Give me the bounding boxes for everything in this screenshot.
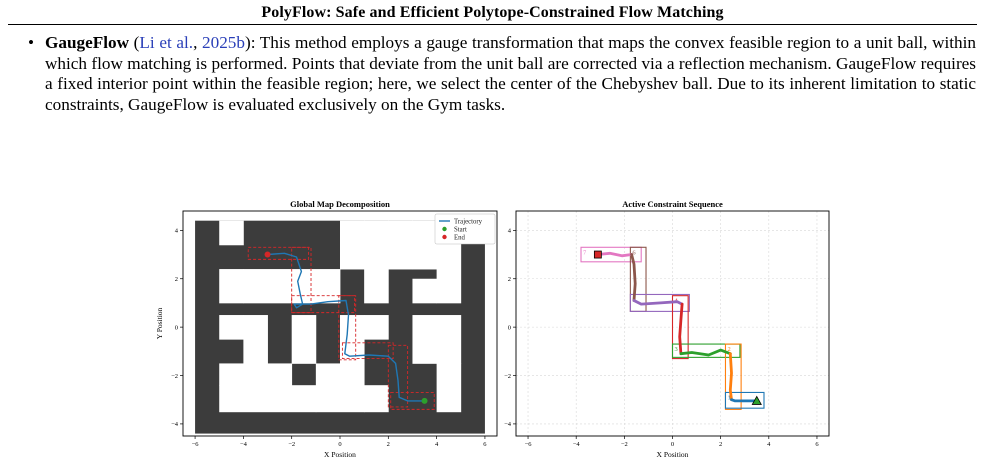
paragraph-text: GaugeFlow (Li et al., 2025b): This metho… <box>45 33 976 116</box>
constraint-label: 2 <box>727 346 730 353</box>
x-tick-label: 6 <box>815 441 819 448</box>
convex-region <box>387 344 409 408</box>
maze-free-cell <box>388 220 413 270</box>
x-tick-label: −2 <box>288 441 295 448</box>
bullet-paragraph: • GaugeFlow (Li et al., 2025b): This met… <box>28 33 976 116</box>
maze-free-cell <box>219 385 317 413</box>
y-tick-label: 4 <box>175 228 179 235</box>
convex-region <box>291 295 355 314</box>
maze-free-cell <box>219 315 244 340</box>
constraint-box <box>724 391 765 409</box>
segment-line <box>679 348 732 357</box>
maze-free-cell <box>412 278 438 304</box>
maze-free-cell <box>291 315 317 364</box>
citation-author-link[interactable]: Li et al. <box>139 33 194 52</box>
maze-free-cell <box>243 269 293 304</box>
convex-region <box>341 342 394 360</box>
cite-open: ( <box>129 33 140 52</box>
maze-free-cell <box>436 363 462 413</box>
maze-free-cell <box>364 385 389 413</box>
maze-free-cell <box>340 220 365 270</box>
legend-start-swatch <box>442 226 447 232</box>
legend-label: End <box>454 234 466 241</box>
x-tick-label: 2 <box>719 441 722 448</box>
segment-line <box>730 398 759 403</box>
x-tick-label: −4 <box>240 441 248 448</box>
header-rule <box>8 24 977 25</box>
constraint-box <box>724 343 742 410</box>
maze-free-cell <box>219 363 293 386</box>
segment-line <box>596 251 633 258</box>
y-tick-label: 0 <box>508 324 511 331</box>
maze-free-cell <box>219 269 244 304</box>
trajectory-line <box>267 252 425 402</box>
x-tick-label: 2 <box>387 441 390 448</box>
maze-free-cell <box>243 315 268 364</box>
end-marker <box>593 250 602 259</box>
y-tick-label: 4 <box>508 228 512 235</box>
constraint-label: 6 <box>632 249 636 256</box>
y-tick-label: −4 <box>504 421 512 428</box>
y-tick-label: 2 <box>508 276 511 283</box>
y-tick-label: 0 <box>175 324 178 331</box>
segment-line <box>630 253 637 302</box>
cite-close: ) <box>244 33 251 52</box>
constraint-box <box>629 293 690 312</box>
start-marker <box>751 395 762 405</box>
segment-line <box>728 352 733 402</box>
x-tick-label: 4 <box>435 441 439 448</box>
y-tick-label: −4 <box>171 421 179 428</box>
y-tick-label: −2 <box>171 373 178 380</box>
maze-free-cell <box>315 363 365 413</box>
end-marker <box>264 251 271 258</box>
citation-year-link[interactable]: 2025b <box>202 33 245 52</box>
x-tick-label: 0 <box>671 441 674 448</box>
maze-free-cell <box>364 220 389 304</box>
x-tick-label: 6 <box>483 441 487 448</box>
maze-free-cell <box>412 220 438 270</box>
constraint-label: 3 <box>675 346 678 353</box>
y-tick-label: −2 <box>504 373 511 380</box>
convex-region <box>390 392 435 410</box>
cite-sep: , <box>193 33 202 52</box>
convex-region <box>291 246 312 314</box>
maze-free-cell <box>412 315 462 364</box>
constraint-label: 1 <box>727 394 730 401</box>
constraint-box <box>671 295 689 360</box>
segment-line <box>632 299 684 306</box>
paragraph-body: : This method employs a gauge transforma… <box>45 33 976 115</box>
x-tick-label: −4 <box>573 441 581 448</box>
y-axis-label: Y Position <box>155 307 164 339</box>
start-marker <box>421 397 428 404</box>
maze-free-cell <box>364 315 389 340</box>
legend-label: Trajectory <box>454 218 483 225</box>
constraint-box <box>671 343 741 358</box>
x-axis-label: X Position <box>657 450 689 459</box>
x-tick-label: −6 <box>525 441 533 448</box>
legend-label: Start <box>454 226 467 233</box>
chart-title: Global Map Decomposition <box>290 199 390 209</box>
x-tick-label: −2 <box>621 441 628 448</box>
plot-area <box>195 220 485 434</box>
constraint-label: 7 <box>583 249 587 256</box>
bullet-mark: • <box>28 33 35 52</box>
maze-free-cell <box>219 220 244 246</box>
convex-region <box>247 246 310 260</box>
chart-title: Active Constraint Sequence <box>622 199 723 209</box>
constraint-box <box>580 246 642 263</box>
x-axis-label: X Position <box>324 450 356 459</box>
y-tick-label: 2 <box>175 276 178 283</box>
running-title: PolyFlow: Safe and Efficient Polytope-Co… <box>261 4 724 21</box>
segment-line <box>678 302 684 356</box>
x-tick-label: 4 <box>767 441 771 448</box>
x-tick-label: 0 <box>338 441 341 448</box>
method-name: GaugeFlow <box>45 33 130 52</box>
legend-end-swatch <box>442 234 447 240</box>
x-tick-label: −6 <box>192 441 200 448</box>
